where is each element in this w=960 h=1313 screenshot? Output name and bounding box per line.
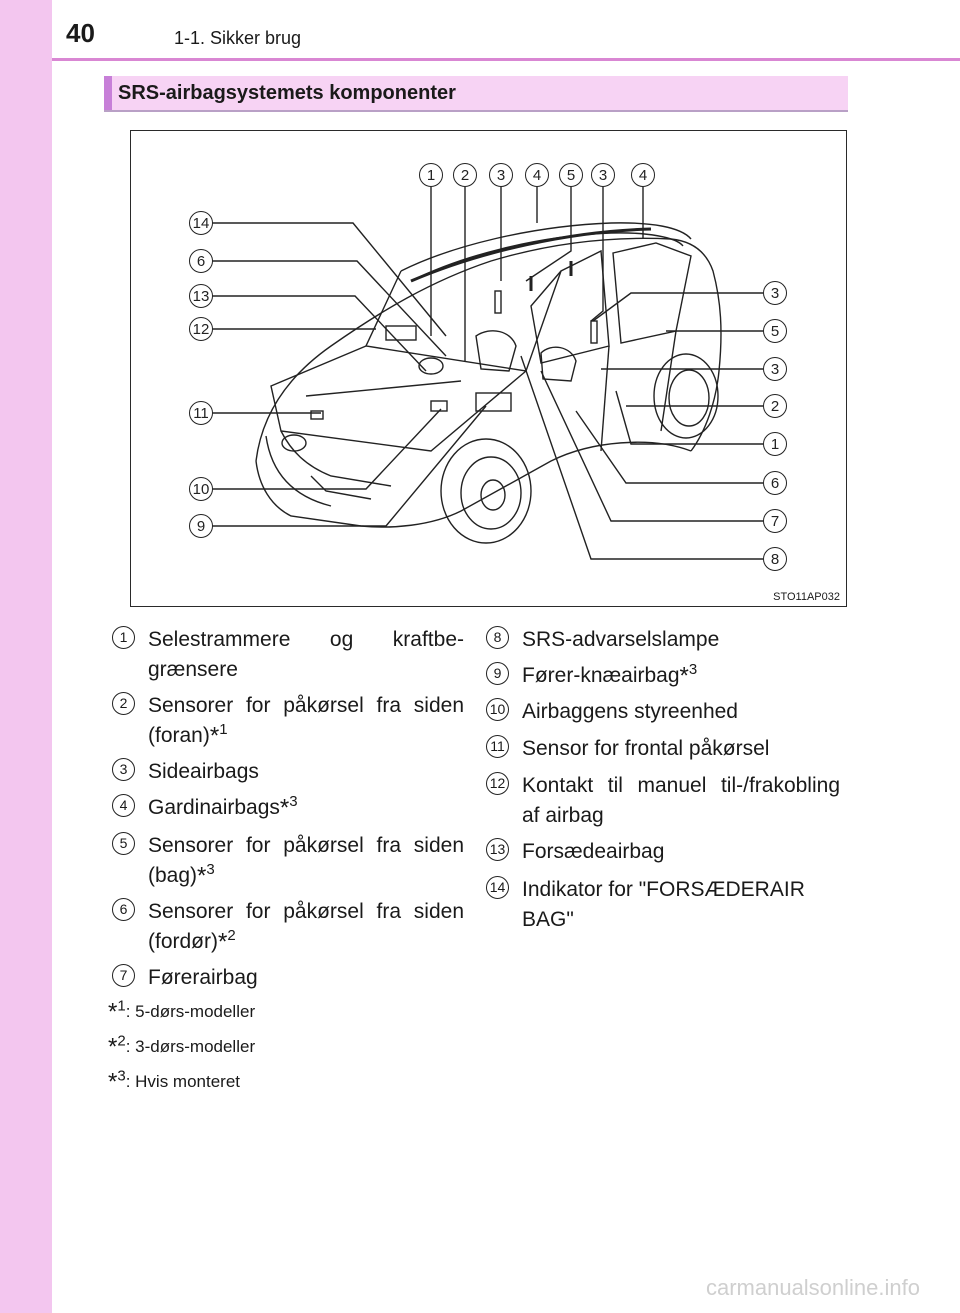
legend-number: 2 — [112, 692, 135, 715]
legend-number: 9 — [486, 662, 509, 685]
callout-right-3b: 3 — [763, 357, 787, 381]
page-margin-bar — [0, 0, 52, 1313]
footnote-ref: 3 — [206, 861, 215, 878]
legend-text: Forsædeairbag — [522, 840, 665, 863]
page-number: 40 — [66, 18, 95, 48]
footnote-star: * — [209, 722, 220, 750]
legend-text: Sensorer for påkørsel fra siden — [148, 900, 464, 923]
legend-number: 5 — [112, 832, 135, 855]
footnote-star: * — [218, 928, 228, 956]
callout-left-12: 12 — [189, 317, 213, 341]
legend-text: Indikator for "FORSÆDERAIR — [522, 878, 805, 901]
footnote-text: : Hvis monteret — [125, 1072, 240, 1091]
footnote-mark: 1 — [117, 997, 126, 1015]
legend-text-line2: (bag) — [148, 864, 198, 887]
callout-left-11: 11 — [189, 401, 213, 425]
legend-number: 3 — [112, 758, 135, 781]
callout-top-6: 3 — [591, 163, 615, 187]
callout-left-9: 9 — [189, 514, 213, 538]
legend-number: 4 — [112, 794, 135, 817]
legend-number: 10 — [486, 698, 509, 721]
callout-top-3: 3 — [489, 163, 513, 187]
car-illustration — [211, 187, 763, 560]
footnote-ref: 1 — [219, 721, 228, 738]
callout-right-6: 6 — [763, 471, 787, 495]
legend-text-main: Gardinairbags — [148, 796, 280, 819]
footnote-star: * — [279, 794, 290, 822]
footnote-star: * — [108, 1068, 118, 1096]
callout-right-1: 1 — [763, 432, 787, 456]
legend-text: Fører-knæairbag*3 — [522, 660, 697, 691]
callout-right-8: 8 — [763, 547, 787, 571]
legend-text-main: Fører-knæairbag — [522, 664, 680, 687]
legend-text: Sideairbags — [148, 760, 259, 783]
footnote-text: : 3-dørs-modeller — [125, 1037, 256, 1056]
legend-text-cont: (fordør)*2 — [148, 926, 236, 957]
legend-number: 8 — [486, 626, 509, 649]
legend-number: 13 — [486, 838, 509, 861]
legend-text-line2: (foran) — [148, 724, 210, 747]
footnote-text: : 5-dørs-modeller — [125, 1002, 256, 1021]
section-heading-bar — [104, 76, 848, 110]
callout-top-5: 5 — [559, 163, 583, 187]
legend-text-cont: grænsere — [148, 658, 238, 681]
chapter-title: 1-1. Sikker brug — [174, 28, 302, 48]
legend-text-cont: BAG" — [522, 908, 574, 931]
legend-text: Sensor for frontal påkørsel — [522, 737, 770, 760]
legend-number: 12 — [486, 772, 509, 795]
footnote-ref: 2 — [227, 927, 236, 944]
callout-right-5: 5 — [763, 319, 787, 343]
callout-top-1: 1 — [419, 163, 443, 187]
legend-number: 1 — [112, 626, 135, 649]
callout-right-2: 2 — [763, 394, 787, 418]
legend-text-cont: af airbag — [522, 804, 604, 827]
legend-number: 7 — [112, 964, 135, 987]
legend-number: 6 — [112, 898, 135, 921]
legend-text-cont: (foran)*1 — [148, 720, 228, 751]
callout-left-6: 6 — [189, 249, 213, 273]
legend-text: Selestrammere og kraftbe- — [148, 628, 464, 651]
watermark: carmanualsonline.info — [705, 1275, 920, 1300]
legend-text: Kontakt til manuel til-/frakobling — [522, 774, 840, 797]
footnote-2: *2: 3-dørs-modeller — [108, 1033, 256, 1059]
legend-text: Sensorer for påkørsel fra siden — [148, 834, 464, 857]
footnote-3: *3: Hvis monteret — [108, 1068, 240, 1094]
footnote-1: *1: 5-dørs-modeller — [108, 998, 256, 1024]
legend-text-line2: (fordør) — [148, 930, 218, 953]
legend-text: Sensorer for påkørsel fra siden — [148, 694, 464, 717]
footnote-star: * — [108, 1033, 118, 1061]
section-divider — [104, 110, 848, 112]
callout-right-7: 7 — [763, 509, 787, 533]
legend-text: Førerairbag — [148, 966, 258, 989]
legend-number: 14 — [486, 876, 509, 899]
legend-text: Gardinairbags*3 — [148, 792, 298, 823]
callout-right-3a: 3 — [763, 281, 787, 305]
footnote-mark: 2 — [117, 1032, 126, 1050]
footnote-star: * — [108, 998, 118, 1026]
footnote-mark: 3 — [117, 1067, 126, 1085]
header-divider — [52, 58, 960, 61]
callout-top-7: 4 — [631, 163, 655, 187]
callout-top-2: 2 — [453, 163, 477, 187]
legend-number: 11 — [486, 735, 509, 758]
footnote-star: * — [679, 662, 689, 690]
callout-left-14: 14 — [189, 211, 213, 235]
footnote-ref: 3 — [688, 661, 698, 678]
airbag-diagram: 1 2 3 4 5 3 4 14 6 13 12 11 10 9 3 5 3 2… — [130, 130, 847, 607]
legend-text-cont: (bag)*3 — [148, 860, 215, 891]
section-title: SRS-airbagsystemets komponenter — [118, 82, 456, 104]
callout-top-4: 4 — [525, 163, 549, 187]
footnote-ref: 3 — [289, 793, 298, 810]
callout-left-13: 13 — [189, 284, 213, 308]
footnote-star: * — [197, 862, 207, 890]
figure-code: STO11AP032 — [773, 591, 840, 603]
legend-text: SRS-advarselslampe — [522, 628, 720, 651]
legend-text: Airbaggens styreenhed — [522, 700, 738, 723]
callout-left-10: 10 — [189, 477, 213, 501]
